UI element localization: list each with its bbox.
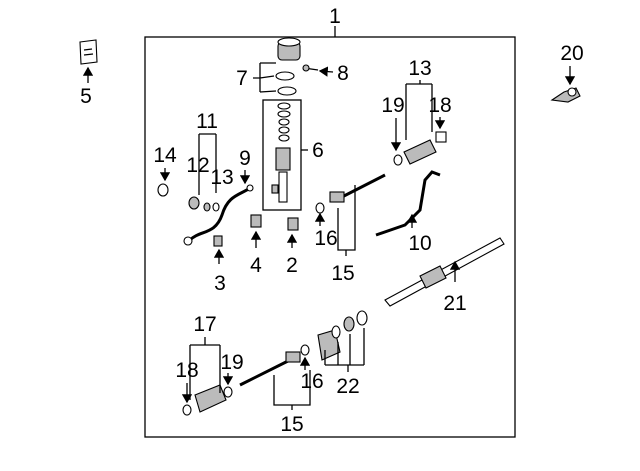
callout-12: 12: [186, 154, 209, 177]
part-fittings: [213, 214, 299, 247]
part-inner-tie-rod-upper: [315, 131, 447, 214]
part-5-label: [79, 39, 98, 83]
callout-17: 17: [193, 313, 216, 336]
callout-18: 18: [428, 94, 451, 117]
callout-16: 16: [314, 227, 337, 250]
callout-19: 19: [381, 94, 404, 117]
callout-19-lower: 19: [220, 351, 243, 374]
callout-4: 4: [250, 254, 262, 277]
callout-15-lower: 15: [280, 413, 303, 436]
callout-18-lower: 18: [175, 359, 198, 382]
callout-8: 8: [337, 62, 349, 85]
callout-13: 13: [210, 166, 233, 189]
part-9-pressure-line: [183, 184, 254, 246]
callout-21: 21: [443, 292, 466, 315]
part-20-tie-rod-end: [550, 87, 581, 103]
part-inner-tie-rod-lower: [182, 310, 368, 416]
callout-13-upper: 13: [408, 57, 431, 80]
callout-10: 10: [408, 232, 431, 255]
callout-15: 15: [331, 262, 354, 285]
callout-3: 3: [214, 272, 226, 295]
callout-7: 7: [236, 67, 248, 90]
part-valve-housing: [275, 37, 319, 96]
callout-9: 9: [239, 147, 251, 170]
part-10-return-line: [375, 170, 441, 237]
callout-5: 5: [80, 85, 92, 108]
part-6-pinion: [271, 102, 291, 203]
callout-2: 2: [286, 254, 298, 277]
part-21-rack: [384, 237, 505, 307]
callout-20: 20: [560, 42, 583, 65]
part-seals: [157, 183, 220, 212]
callout-16-lower: 16: [300, 370, 323, 393]
callout-14: 14: [153, 144, 177, 167]
callout-1: 1: [329, 5, 341, 28]
callout-22: 22: [336, 375, 359, 398]
callout-6: 6: [312, 139, 324, 162]
callout-11: 11: [196, 110, 218, 133]
assembly-frame: [144, 36, 516, 438]
